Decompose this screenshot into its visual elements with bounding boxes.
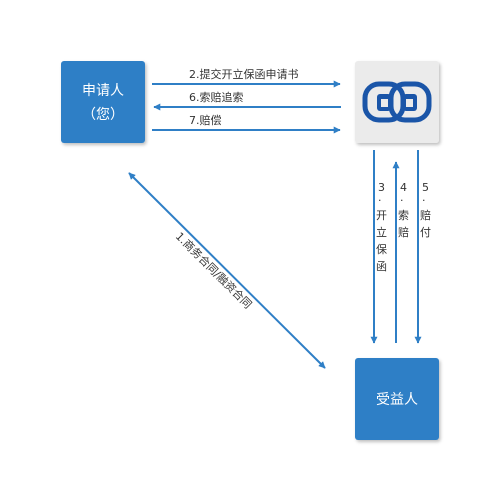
step3-char: · <box>378 194 382 207</box>
edge-step6: 6.索赔追索 <box>153 90 341 111</box>
step7-label: 7.赔偿 <box>189 113 222 127</box>
step5-char: 赔 <box>420 208 431 222</box>
applicant-you-label: （您） <box>82 106 124 123</box>
step1-label: 1.商务合同/融资合同 <box>173 229 255 311</box>
step3-char: 立 <box>376 225 387 239</box>
applicant-node: 申请人 （您） <box>61 61 145 143</box>
step5-char: 付 <box>420 226 431 239</box>
edge-step5: 5 · 赔 付 <box>414 150 431 344</box>
step4-char: 索 <box>398 208 409 222</box>
beneficiary-node: 受益人 <box>355 358 439 440</box>
step2-label: 2.提交开立保函申请书 <box>189 67 299 81</box>
step3-char: 开 <box>376 209 387 222</box>
applicant-name: 申请人 <box>82 83 124 99</box>
step4-char: 赔 <box>398 225 409 239</box>
edge-step4: 4 · 索 赔 <box>392 161 409 343</box>
step3-char: 保 <box>376 242 387 256</box>
step4-char: · <box>400 194 404 207</box>
beneficiary-name: 受益人 <box>376 392 418 408</box>
edge-step7: 7.赔偿 <box>152 113 341 134</box>
beneficiary-box <box>355 358 439 440</box>
edge-step1: 1.商务合同/融资合同 <box>128 172 326 369</box>
edge-step3: 3 · 开 立 保 函 <box>370 150 387 344</box>
step5-char: 5 <box>422 181 429 194</box>
step1-arrow <box>128 172 326 369</box>
step3-char: 3 <box>378 181 385 194</box>
applicant-box <box>61 61 145 143</box>
bank-box <box>355 61 439 143</box>
step5-char: · <box>422 194 426 207</box>
step3-char: 函 <box>376 260 387 273</box>
edge-step2: 2.提交开立保函申请书 <box>152 67 341 88</box>
bank-node <box>355 61 439 143</box>
step6-label: 6.索赔追索 <box>189 90 244 104</box>
linked-rings-logo-icon <box>362 81 432 123</box>
step4-char: 4 <box>400 181 407 194</box>
